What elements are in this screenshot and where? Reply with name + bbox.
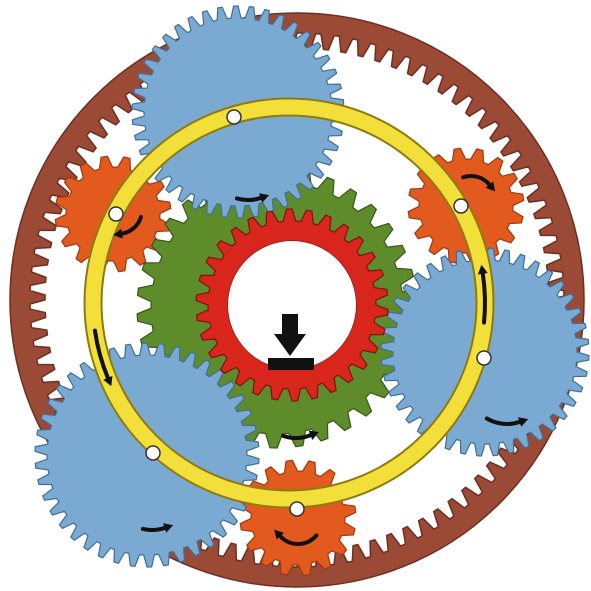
carrier-pivot-hole [227,110,241,124]
carrier-pivot-hole [109,207,123,221]
down-arrow-base [268,358,314,370]
carrier-pivot-hole [454,199,468,213]
carrier-pivot-hole [290,502,304,516]
carrier-pivot-hole [477,351,491,365]
rotation-arrow-shaft [483,274,485,323]
rotation-arrow-shaft [237,198,261,200]
carrier-pivot-hole [146,446,160,460]
rotation-arrow-shaft [143,528,165,530]
